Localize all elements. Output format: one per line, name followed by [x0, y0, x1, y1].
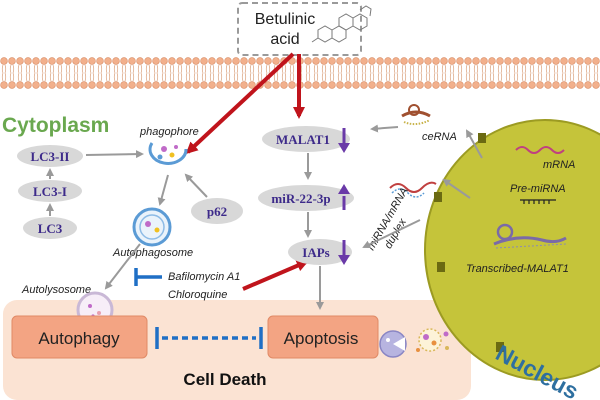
- lc3-node: [23, 217, 77, 239]
- p62-node: [191, 198, 243, 224]
- cerna-label: ceRNA: [422, 131, 457, 143]
- duplex-icon: [389, 181, 437, 198]
- betulinic-acid-label: Betulinic: [255, 11, 315, 28]
- arrow-nucleus-to-duplex: [442, 178, 471, 199]
- triterpene-structure-icon: [311, 5, 372, 43]
- arrow-cerna-to-malat1: [370, 124, 399, 133]
- mir-22-3p-node: [258, 185, 354, 211]
- phagophore-label: phagophore: [139, 126, 199, 138]
- lc3-ii-label: LC3-II: [30, 149, 69, 164]
- iaps-node: [288, 239, 352, 265]
- autophagosome-label: Autophagosome: [112, 247, 193, 259]
- autophagosome-icon: [132, 207, 172, 247]
- apoptosis-label: Apoptosis: [284, 329, 359, 348]
- arrow-duplex-to-iaps: [362, 219, 421, 248]
- transcribed-malat1-label: Transcribed-MALAT1: [466, 263, 569, 275]
- malat1-node: [262, 126, 350, 152]
- arrow-acid-to-phagophore: [185, 52, 295, 155]
- lc3-i-label: LC3-I: [33, 184, 67, 199]
- apoptotic-bodies-icon: [416, 328, 449, 352]
- bafilomycin-label: Bafilomycin A1: [168, 271, 240, 283]
- arrow-phagophore-to-autophagosome: [157, 174, 169, 206]
- cell-death-label: Cell Death: [183, 370, 266, 389]
- cytoplasm-label: Cytoplasm: [2, 114, 109, 137]
- lc3-i-node: [18, 180, 82, 202]
- nucleus: [424, 119, 600, 381]
- transcribed-malat1-icon: [493, 223, 567, 249]
- mrna-icon: [515, 146, 565, 154]
- mrna-label: mRNA: [543, 159, 575, 171]
- lc3-label: LC3: [38, 221, 63, 236]
- arrow-autophagosome-to-autolysosome: [104, 243, 141, 290]
- apoptotic-cell-icon: [379, 330, 407, 358]
- autolysosome-label: Autolysosome: [21, 284, 91, 296]
- phagophore-icon: [148, 142, 188, 165]
- malat1-decrease-icon: [338, 143, 350, 153]
- arrow-chloroquine-to-iaps: [242, 260, 309, 291]
- autophagy-box: [11, 315, 148, 359]
- malat1-label: MALAT1: [276, 132, 330, 147]
- arrow-nucleus-to-cerna: [466, 129, 483, 159]
- iaps-decrease-icon: [338, 255, 350, 265]
- apoptosis-box: [267, 315, 379, 359]
- mir-22-3p-label: miR-22-3p: [271, 191, 330, 206]
- premirna-icon: [520, 199, 556, 204]
- iaps-label: IAPs: [302, 245, 329, 260]
- p62-label: p62: [207, 204, 227, 219]
- autophagy-label: Autophagy: [38, 329, 120, 348]
- betulinic-acid-label-line2: acid: [270, 31, 299, 48]
- mir-increase-icon: [338, 184, 350, 194]
- lc3-ii-node: [17, 145, 83, 167]
- arrow-lc3ii-to-phagophore: [85, 150, 144, 159]
- cerna-icon: [401, 104, 431, 126]
- arrow-p62-to-phagophore: [184, 173, 208, 198]
- chloroquine-label: Chloroquine: [168, 289, 227, 301]
- premirna-label: Pre-miRNA: [510, 183, 566, 195]
